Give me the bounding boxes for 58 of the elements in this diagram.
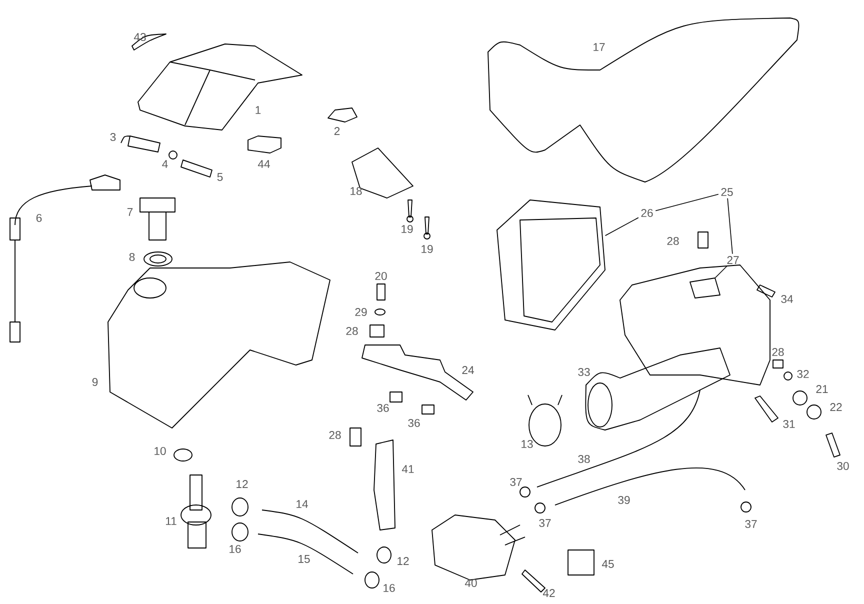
callout-number: 40: [464, 579, 477, 588]
callout-number: 39: [618, 496, 630, 504]
callout-number: 24: [462, 366, 474, 374]
callout-number: 28: [346, 327, 358, 335]
callout-number: 32: [797, 370, 809, 378]
callout-number: 3: [110, 133, 116, 141]
callout-number: 45: [602, 560, 614, 568]
callout-number: 21: [816, 385, 828, 393]
callout-number: 42: [542, 589, 555, 597]
callout-number: 29: [355, 308, 367, 316]
leader-line: [604, 217, 639, 236]
callout-number: 20: [375, 272, 387, 280]
callout-number: 4: [162, 160, 168, 168]
callout-number: 36: [408, 419, 420, 427]
leader-line: [714, 266, 728, 278]
callout-number: 28: [329, 431, 341, 439]
callout-number: 13: [522, 440, 533, 448]
callout-number: 12: [236, 480, 248, 488]
callout-number: 41: [402, 465, 414, 473]
callout-number: 1: [256, 106, 261, 114]
callout-number: 28: [772, 348, 784, 356]
callout-number: 17: [594, 43, 605, 51]
callout-number: 19: [402, 225, 413, 233]
callout-number: 2: [334, 127, 340, 135]
callout-number: 18: [350, 187, 362, 195]
callout-number: 37: [745, 520, 757, 528]
callout-number: 6: [36, 214, 42, 222]
callout-number: 34: [781, 295, 793, 303]
callout-number: 10: [154, 447, 166, 455]
callout-number: 28: [667, 237, 679, 245]
callout-number: 19: [422, 245, 433, 253]
callout-number: 37: [539, 519, 551, 528]
callout-number: 7: [127, 208, 133, 216]
callout-number: 16: [384, 584, 395, 592]
air-filter: [496, 200, 606, 330]
callout-number: 30: [837, 462, 849, 470]
callout-number: 16: [230, 545, 241, 554]
callout-number: 26: [641, 209, 653, 217]
callout-number: 44: [258, 160, 270, 168]
callout-number: 5: [217, 173, 223, 181]
callout-number: 37: [510, 478, 522, 486]
callout-number: 31: [783, 420, 795, 428]
airbox-cover: [690, 278, 720, 298]
leader-line: [727, 198, 733, 254]
callout-number: 14: [296, 500, 308, 508]
callout-number: 15: [298, 555, 310, 563]
callout-number: 8: [129, 253, 135, 261]
callout-number: 22: [830, 403, 842, 411]
callout-number: 38: [578, 455, 590, 463]
callout-number: 27: [727, 256, 739, 264]
leader-line: [655, 194, 719, 212]
callout-number: 25: [721, 188, 733, 196]
callout-number: 11: [166, 517, 176, 525]
callout-number: 12: [398, 557, 409, 565]
callout-number: 33: [578, 368, 590, 376]
callout-number: 43: [134, 33, 146, 41]
callout-number: 36: [377, 404, 389, 412]
callout-number: 9: [92, 378, 98, 386]
